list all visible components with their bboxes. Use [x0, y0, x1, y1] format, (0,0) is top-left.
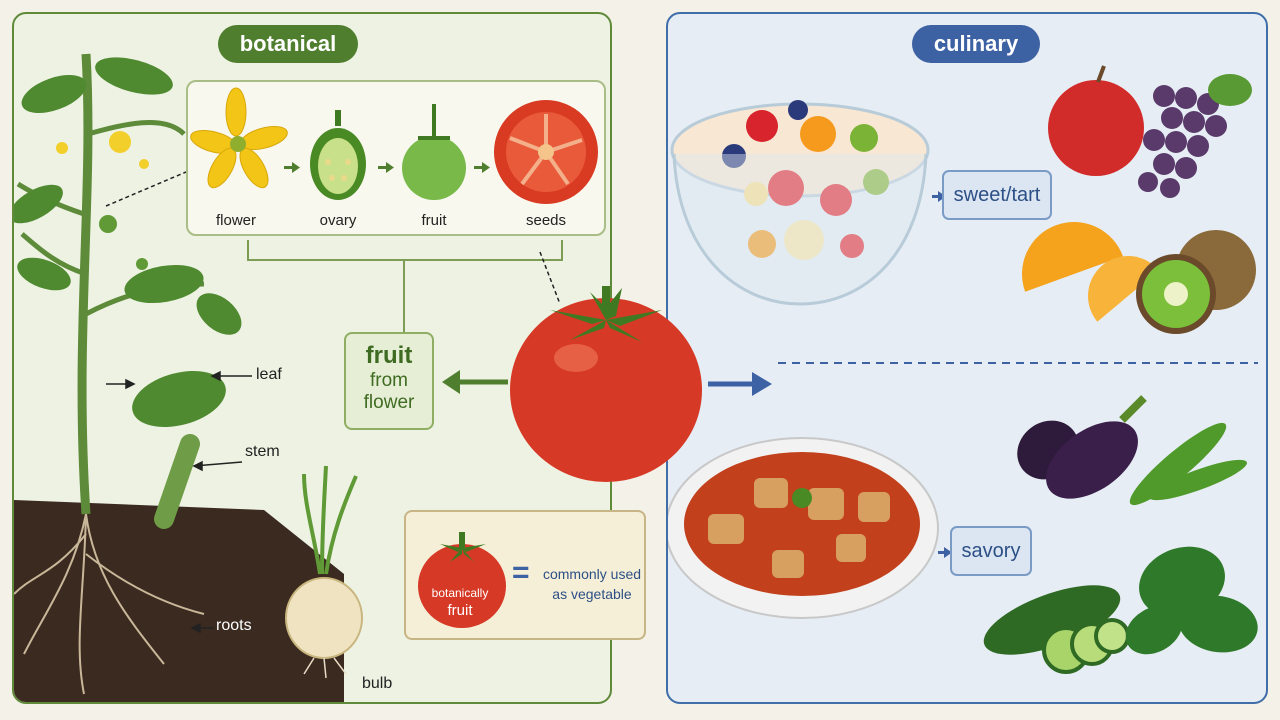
culinary-panel: [666, 12, 1268, 704]
fruit-development-stages: flower ovary fruit seeds: [186, 80, 606, 236]
stage-label-ovary: ovary: [319, 212, 357, 229]
sliced-tomato-icon: [494, 100, 598, 204]
label-stem: stem: [245, 443, 280, 460]
stage-label-flower: flower: [215, 212, 256, 229]
okra-icon: [1129, 422, 1247, 506]
kiwi-icon: [1136, 230, 1256, 334]
commonly-used-label: commonly used: [542, 566, 642, 582]
green-fruit-icon: [402, 104, 466, 200]
stage-label-fruit: fruit: [421, 212, 447, 229]
callout-line-flower: flower: [363, 392, 415, 413]
botanical-header: botanical: [218, 25, 358, 63]
savory-tag: savory: [950, 526, 1032, 576]
grapes-icon: [1138, 85, 1227, 198]
callout-line-fruit: fruit: [365, 342, 413, 369]
botanically-label: botanically: [431, 586, 489, 600]
spinach-icon: [1125, 546, 1258, 655]
cut-stem: [154, 434, 200, 529]
soil: [14, 500, 344, 702]
small-tomato-icon: [418, 532, 506, 628]
apple-icon: [1048, 65, 1144, 176]
bulb-illustration: [285, 465, 363, 679]
equivalence-box: botanically fruit = commonly used as veg…: [404, 510, 646, 640]
callout-line-from: from: [370, 370, 408, 391]
ovary-icon: [310, 110, 366, 200]
as-vegetable-label: as vegetable: [552, 586, 632, 602]
stew-bowl: [668, 437, 939, 619]
fruit-salad-bowl: [670, 100, 930, 306]
orange-slices-icon: [1022, 222, 1159, 322]
sweet-tart-tag: sweet/tart: [942, 170, 1052, 220]
fruit-label: fruit: [447, 602, 473, 619]
label-leaf: leaf: [256, 366, 282, 383]
label-bulb: bulb: [362, 675, 393, 692]
main-stem: [77, 53, 93, 515]
roots-illustration: [14, 513, 205, 695]
label-roots: roots: [216, 617, 252, 634]
stage-label-seeds: seeds: [525, 212, 567, 229]
plant-illustration: [14, 53, 563, 702]
eggplant-icon: [1017, 395, 1147, 499]
culinary-header: culinary: [912, 25, 1040, 63]
flower-icon: [190, 87, 288, 189]
fruit-from-flower-callout: fruit from flower: [344, 332, 434, 430]
tomato-center-icon: [510, 286, 702, 482]
equals-sign: =: [512, 556, 530, 589]
cucumber-icon: [983, 585, 1130, 674]
leaf-shape: [132, 370, 226, 428]
